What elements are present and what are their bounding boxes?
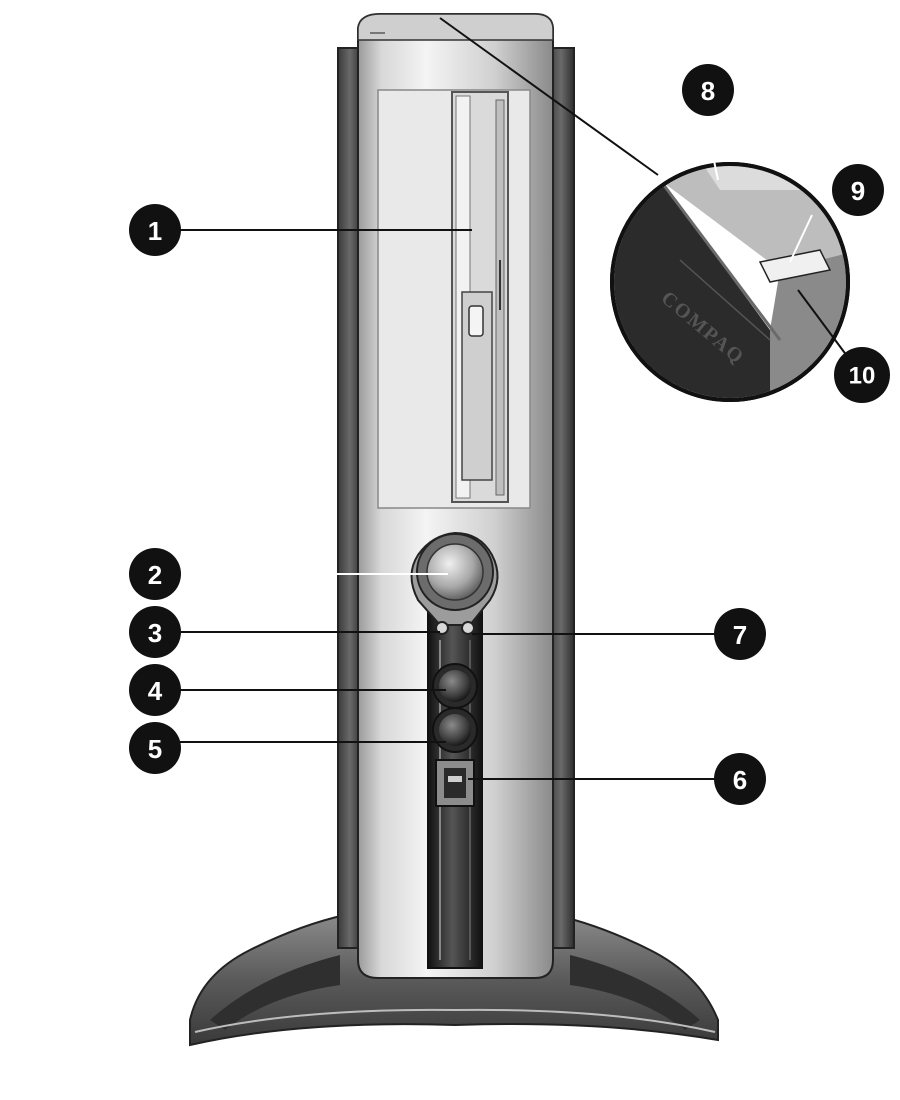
callout-3: 3 bbox=[129, 606, 181, 658]
callout-7: 7 bbox=[714, 608, 766, 660]
right-led bbox=[461, 621, 475, 635]
callout-4: 4 bbox=[129, 664, 181, 716]
svg-text:5: 5 bbox=[148, 734, 162, 764]
callout-2: 2 bbox=[129, 548, 181, 600]
callout-5: 5 bbox=[129, 722, 181, 774]
svg-text:9: 9 bbox=[851, 176, 865, 206]
svg-text:3: 3 bbox=[148, 618, 162, 648]
callout-10: 10 bbox=[834, 347, 890, 403]
drive-eject-button[interactable] bbox=[468, 305, 484, 337]
svg-text:4: 4 bbox=[148, 676, 163, 706]
svg-text:8: 8 bbox=[701, 76, 715, 106]
svg-text:1: 1 bbox=[148, 216, 162, 246]
zoom-inset: COMPAQ bbox=[610, 131, 851, 402]
front-usb-port[interactable] bbox=[435, 759, 475, 807]
front-port-upper[interactable] bbox=[432, 663, 478, 709]
power-button[interactable] bbox=[410, 531, 499, 626]
leader-lines bbox=[180, 17, 716, 780]
optical-drive[interactable] bbox=[377, 89, 531, 509]
svg-text:10: 10 bbox=[849, 363, 876, 390]
svg-text:2: 2 bbox=[148, 560, 162, 590]
base-stand bbox=[189, 914, 719, 1047]
callout-6: 6 bbox=[714, 753, 766, 805]
callout-1: 1 bbox=[129, 204, 181, 256]
svg-text:7: 7 bbox=[733, 620, 747, 650]
callout-8: 8 bbox=[682, 64, 734, 116]
svg-text:6: 6 bbox=[733, 765, 747, 795]
front-port-lower[interactable] bbox=[432, 707, 478, 753]
callout-9: 9 bbox=[832, 164, 884, 216]
